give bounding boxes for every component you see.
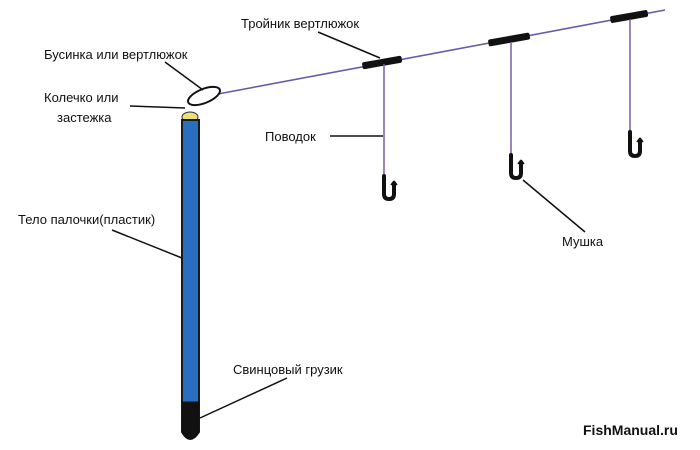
label-bead-or-swivel: Бусинка или вертлюжок bbox=[44, 47, 188, 62]
pointer-body bbox=[111, 229, 183, 259]
stick-body bbox=[181, 119, 200, 440]
fly-hook bbox=[517, 159, 525, 165]
fly-hook bbox=[382, 174, 396, 202]
swivel-tee bbox=[610, 10, 649, 23]
swivel-tee bbox=[362, 55, 403, 70]
label-body: Тело палочки(пластик) bbox=[18, 212, 155, 227]
pointer-swivel-tee bbox=[317, 31, 381, 59]
pointer-lead-weight bbox=[199, 377, 288, 419]
label-ring-line2: застежка bbox=[57, 110, 112, 125]
fly-hook bbox=[390, 180, 398, 186]
fly-hook bbox=[636, 137, 644, 143]
fly-hook bbox=[628, 130, 642, 159]
pointer-ring bbox=[129, 105, 186, 109]
label-ring-line1: Колечко или bbox=[44, 90, 118, 105]
lead-weight bbox=[181, 401, 200, 440]
swivel-tee bbox=[488, 32, 531, 47]
main-line bbox=[217, 9, 666, 95]
label-lead-weight: Свинцовый грузик bbox=[233, 362, 343, 377]
label-leader: Поводок bbox=[265, 129, 316, 144]
ring-clasp bbox=[187, 85, 221, 107]
pointer-bead-or-swivel bbox=[164, 61, 204, 91]
brand-watermark: FishManual.ru bbox=[583, 422, 678, 438]
pointer-fly bbox=[522, 179, 586, 233]
label-fly: Мушка bbox=[562, 234, 604, 249]
fly-hook bbox=[509, 153, 523, 181]
label-swivel-tee: Тройник вертлюжок bbox=[241, 16, 359, 31]
